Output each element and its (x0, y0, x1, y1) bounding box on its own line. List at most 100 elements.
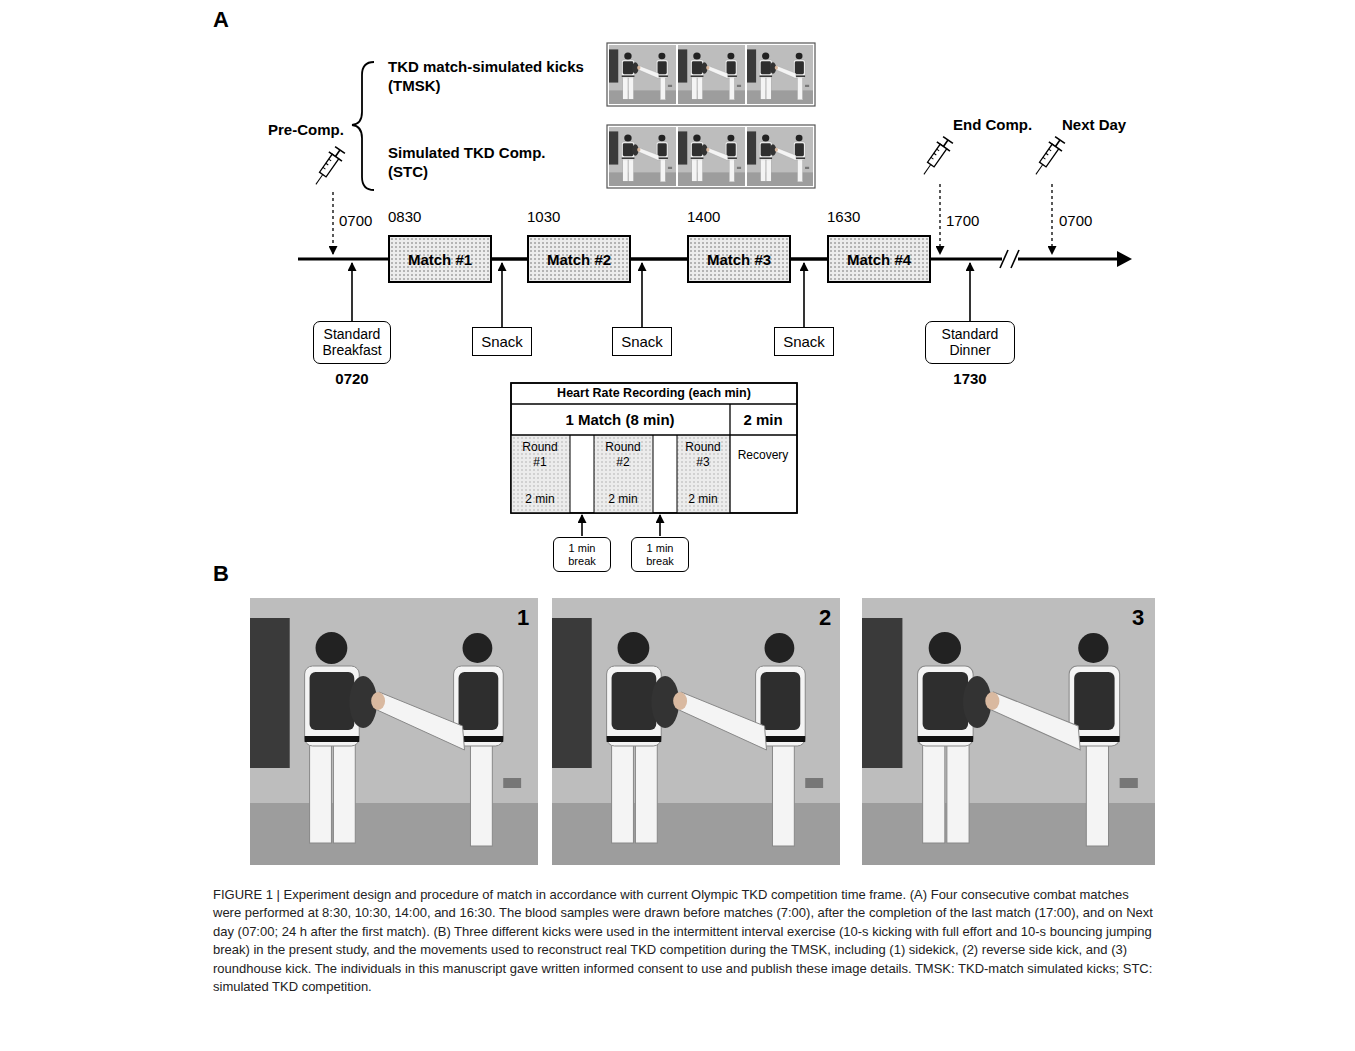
svg-line (659, 515, 661, 536)
photo-number: 1 (514, 604, 532, 632)
svg-line (641, 263, 643, 327)
time-label: 1400 (687, 208, 720, 227)
kick-photos (250, 598, 1155, 865)
svg-line (729, 404, 730, 513)
svg-line (511, 434, 797, 435)
snack-box: Snack (774, 327, 834, 356)
panel-letter: A (213, 6, 229, 34)
snack-box: Snack (612, 327, 672, 356)
photo-number: 2 (816, 604, 834, 632)
svg-rect (511, 435, 570, 513)
node-text: Match #3 (707, 251, 771, 268)
svg-line (677, 435, 678, 513)
svg-line (1051, 184, 1052, 254)
thumbnail-strip (607, 43, 815, 188)
svg-line (653, 435, 654, 513)
node-text: Snack (481, 333, 523, 350)
phase-label: Pre-Comp. (268, 121, 344, 140)
phase-label: Next Day (1062, 116, 1126, 135)
svg-use (250, 598, 538, 865)
svg-use (609, 45, 676, 104)
snack-box: Snack (472, 327, 532, 356)
panel-letter: B (213, 560, 229, 588)
time-label: 0720 (335, 370, 368, 389)
node-text: Snack (783, 333, 825, 350)
table-cell: 2 min (525, 492, 554, 507)
time-label: 1030 (527, 208, 560, 227)
table-header: Heart Rate Recording (each min) (557, 386, 751, 402)
table-cell: Round #1 (514, 440, 566, 470)
photo-number: 3 (1129, 604, 1147, 632)
timeline-segment (492, 258, 527, 261)
match-box: Match #4 (827, 235, 931, 283)
match-box: Match #3 (687, 235, 791, 283)
meal-box: Standard Breakfast (313, 321, 391, 364)
timeline-segment (631, 258, 687, 261)
meal-box: Standard Dinner (925, 321, 1015, 364)
svg-line (1011, 250, 1019, 268)
time-label: 1730 (953, 370, 986, 389)
svg-use (862, 598, 1155, 865)
time-label: 0830 (388, 208, 421, 227)
table-cell: Round #2 (597, 440, 649, 470)
meal-arrows (352, 263, 970, 536)
table-cell: 1 Match (8 min) (565, 411, 674, 430)
brace (352, 62, 374, 190)
node-text: Standard Breakfast (318, 327, 386, 358)
match-box: Match #2 (527, 235, 631, 283)
table-cell: Recovery (738, 448, 789, 463)
table-cell: Round #3 (678, 440, 728, 470)
svg-line (969, 263, 971, 321)
condition-label: Simulated TKD Comp. (STC) (388, 144, 566, 182)
node-text: Match #1 (408, 251, 472, 268)
svg-line (501, 263, 503, 327)
svg-line (594, 435, 595, 513)
time-label: 0700 (339, 212, 372, 231)
match-box: Match #1 (388, 235, 492, 283)
svg-use (309, 145, 346, 189)
svg-use (747, 127, 813, 186)
svg-rect (511, 383, 797, 513)
break-box: 1 min break (553, 537, 611, 572)
svg-use (678, 127, 745, 186)
svg-rect (594, 435, 653, 513)
svg-rect (677, 435, 730, 513)
node-text: Standard Dinner (930, 327, 1010, 358)
phase-label: End Comp. (953, 116, 1032, 135)
svg-rect (511, 383, 797, 513)
table-cell: 2 min (743, 411, 782, 430)
svg-line (351, 263, 353, 321)
svg-use (678, 45, 745, 104)
heart-rate-table (511, 383, 797, 513)
svg-use (747, 45, 813, 104)
svg-line (570, 435, 571, 513)
node-text: Match #4 (847, 251, 911, 268)
svg-rect (607, 43, 815, 106)
time-label: 0700 (1059, 212, 1092, 231)
node-text: Match #2 (547, 251, 611, 268)
svg-use (1029, 135, 1066, 179)
svg-use (609, 127, 676, 186)
table-cell: 2 min (608, 492, 637, 507)
svg-line (1000, 250, 1008, 268)
table-cell: 2 min (688, 492, 717, 507)
svg-line (939, 184, 940, 254)
svg-path (352, 62, 374, 190)
svg-use (917, 135, 954, 179)
node-text: 1 min break (635, 542, 685, 566)
node-text: Snack (621, 333, 663, 350)
timeline (298, 250, 1132, 268)
svg-line (581, 515, 583, 536)
svg-polygon (1117, 251, 1132, 267)
svg-line (803, 263, 805, 327)
condition-label: TKD match-simulated kicks (TMSK) (388, 58, 616, 96)
svg-use (552, 598, 840, 865)
time-label: 1630 (827, 208, 860, 227)
figure-caption: FIGURE 1 | Experiment design and procedu… (213, 886, 1153, 997)
timeline-segment (791, 258, 827, 261)
node-text: 1 min break (557, 542, 607, 566)
svg-rect (607, 125, 815, 188)
svg-line (332, 192, 333, 254)
svg-line (511, 403, 797, 404)
